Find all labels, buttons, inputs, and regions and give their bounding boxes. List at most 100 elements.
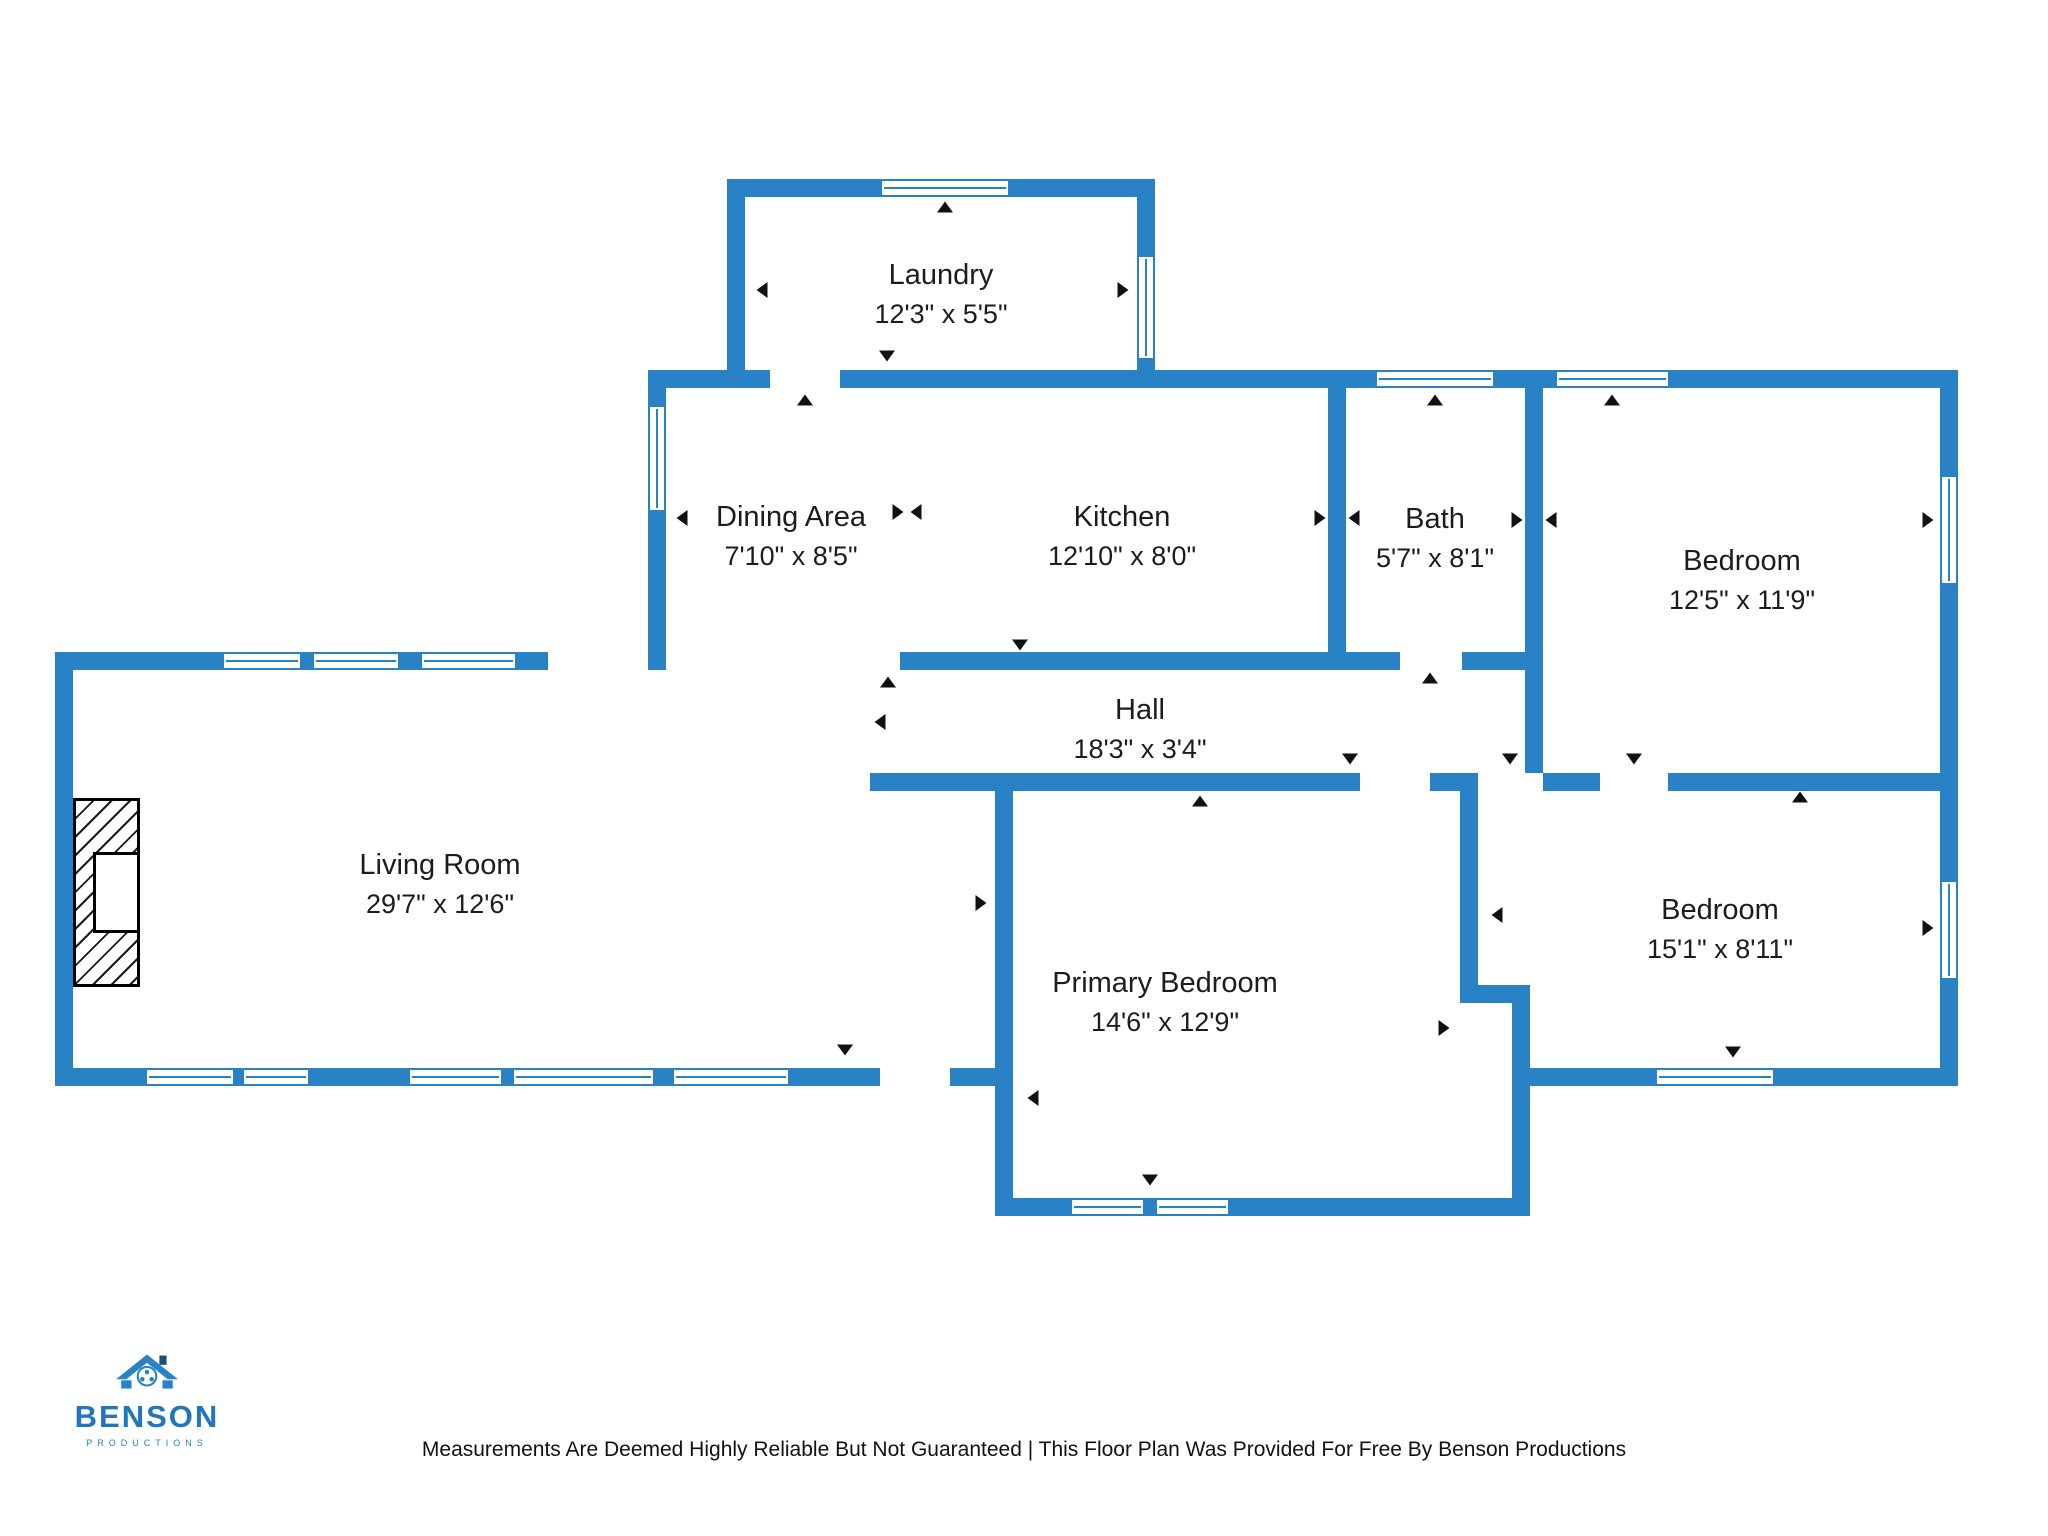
window [512, 1068, 655, 1086]
door-marker [879, 350, 895, 362]
door-marker [1604, 394, 1620, 406]
window [880, 179, 1010, 197]
window [408, 1068, 503, 1086]
window [420, 652, 517, 670]
room-label-primary-bedroom: Primary Bedroom 14'6" x 12'9" [1052, 963, 1278, 1041]
door-marker [1422, 672, 1438, 684]
wall-segment [1460, 791, 1478, 985]
room-name: Living Room [359, 848, 521, 881]
window [222, 652, 302, 670]
door-marker [1142, 1174, 1158, 1186]
window [145, 1068, 235, 1086]
door-marker [1314, 510, 1326, 526]
window [1070, 1198, 1145, 1216]
room-label-kitchen: Kitchen 12'10" x 8'0" [1048, 497, 1196, 575]
window [1137, 255, 1155, 360]
room-dimensions: 5'7" x 8'1" [1375, 542, 1495, 573]
room-dimensions: 12'5" x 11'9" [1668, 584, 1816, 615]
room-name: Bedroom [1683, 544, 1801, 577]
room-label-living-room: Living Room 29'7" x 12'6" [359, 845, 520, 923]
room-label-dining-area: Dining Area 7'10" x 8'5" [716, 497, 866, 575]
door-marker [975, 895, 987, 911]
wall-segment [1430, 773, 1478, 791]
wall-segment [1543, 773, 1600, 791]
window [1940, 475, 1958, 585]
door-marker [1438, 1020, 1450, 1036]
door-marker [1342, 753, 1358, 765]
room-name: Bedroom [1661, 893, 1779, 926]
room-dimensions: 15'1" x 8'11" [1646, 933, 1794, 964]
disclaimer-footer: Measurements Are Deemed Highly Reliable … [421, 1438, 1627, 1461]
door-marker [874, 714, 886, 730]
room-dimensions: 29'7" x 12'6" [365, 888, 515, 919]
door-marker [892, 504, 904, 520]
room-name: Hall [1115, 693, 1165, 726]
logo-name: BENSON [74, 1399, 220, 1434]
door-marker [1348, 510, 1360, 526]
wall-segment [55, 652, 73, 1086]
door-marker [1117, 282, 1129, 298]
door-marker [880, 676, 896, 688]
room-dimensions: 18'3" x 3'4" [1073, 733, 1207, 764]
door-marker [837, 1044, 853, 1056]
window [648, 405, 666, 512]
door-marker [756, 282, 768, 298]
door-marker [1192, 795, 1208, 807]
room-label-bedroom-top: Bedroom 12'5" x 11'9" [1669, 541, 1815, 619]
room-dimensions: 14'6" x 12'9" [1090, 1006, 1240, 1037]
room-name: Dining Area [716, 500, 866, 533]
window [242, 1068, 310, 1086]
wall-segment [727, 179, 745, 388]
room-name: Kitchen [1073, 500, 1171, 533]
wall-segment [648, 370, 770, 388]
door-marker [1922, 512, 1934, 528]
wall-segment [1328, 388, 1346, 652]
door-marker [676, 510, 688, 526]
fireplace-firebox [93, 852, 140, 933]
room-dimensions: 7'10" x 8'5" [724, 540, 858, 571]
window [312, 652, 400, 670]
wall-segment [995, 773, 1013, 1216]
door-marker [797, 394, 813, 406]
door-marker [910, 504, 922, 520]
window [1940, 880, 1958, 980]
wall-segment [1512, 1003, 1530, 1216]
room-name: Primary Bedroom [1052, 966, 1278, 999]
window [1655, 1068, 1775, 1086]
window [1155, 1198, 1230, 1216]
benson-logo: BENSON PRODUCTIONS [62, 1348, 232, 1448]
window [1555, 370, 1670, 388]
logo-subtitle: PRODUCTIONS [86, 1438, 208, 1448]
door-marker [1922, 920, 1934, 936]
wall-segment [950, 1068, 1013, 1086]
door-marker [1491, 907, 1503, 923]
door-marker [1027, 1090, 1039, 1106]
room-name: Laundry [888, 258, 994, 291]
wall-segment [900, 652, 1400, 670]
door-marker [1502, 753, 1518, 765]
door-marker [1792, 791, 1808, 803]
wall-segment [1525, 388, 1543, 773]
room-label-hall: Hall 18'3" x 3'4" [1073, 690, 1206, 768]
wall-segment [1462, 652, 1543, 670]
wall-segment [1668, 773, 1958, 791]
door-marker [1012, 639, 1028, 651]
room-label-bedroom-bottom: Bedroom 15'1" x 8'11" [1647, 890, 1793, 968]
door-marker [1545, 512, 1557, 528]
room-label-bath: Bath 5'7" x 8'1" [1376, 499, 1494, 577]
door-marker [1626, 753, 1642, 765]
room-name: Bath [1405, 502, 1465, 535]
room-dimensions: 12'3" x 5'5" [874, 298, 1008, 329]
door-marker [1725, 1046, 1741, 1058]
wall-segment [870, 773, 1360, 791]
room-dimensions: 12'10" x 8'0" [1047, 540, 1197, 571]
door-marker [1511, 512, 1523, 528]
door-marker [937, 201, 953, 213]
house-roof-icon [116, 1354, 178, 1389]
window [1375, 370, 1495, 388]
window [672, 1068, 790, 1086]
room-label-laundry: Laundry 12'3" x 5'5" [874, 255, 1007, 333]
wall-segment [1460, 985, 1530, 1003]
